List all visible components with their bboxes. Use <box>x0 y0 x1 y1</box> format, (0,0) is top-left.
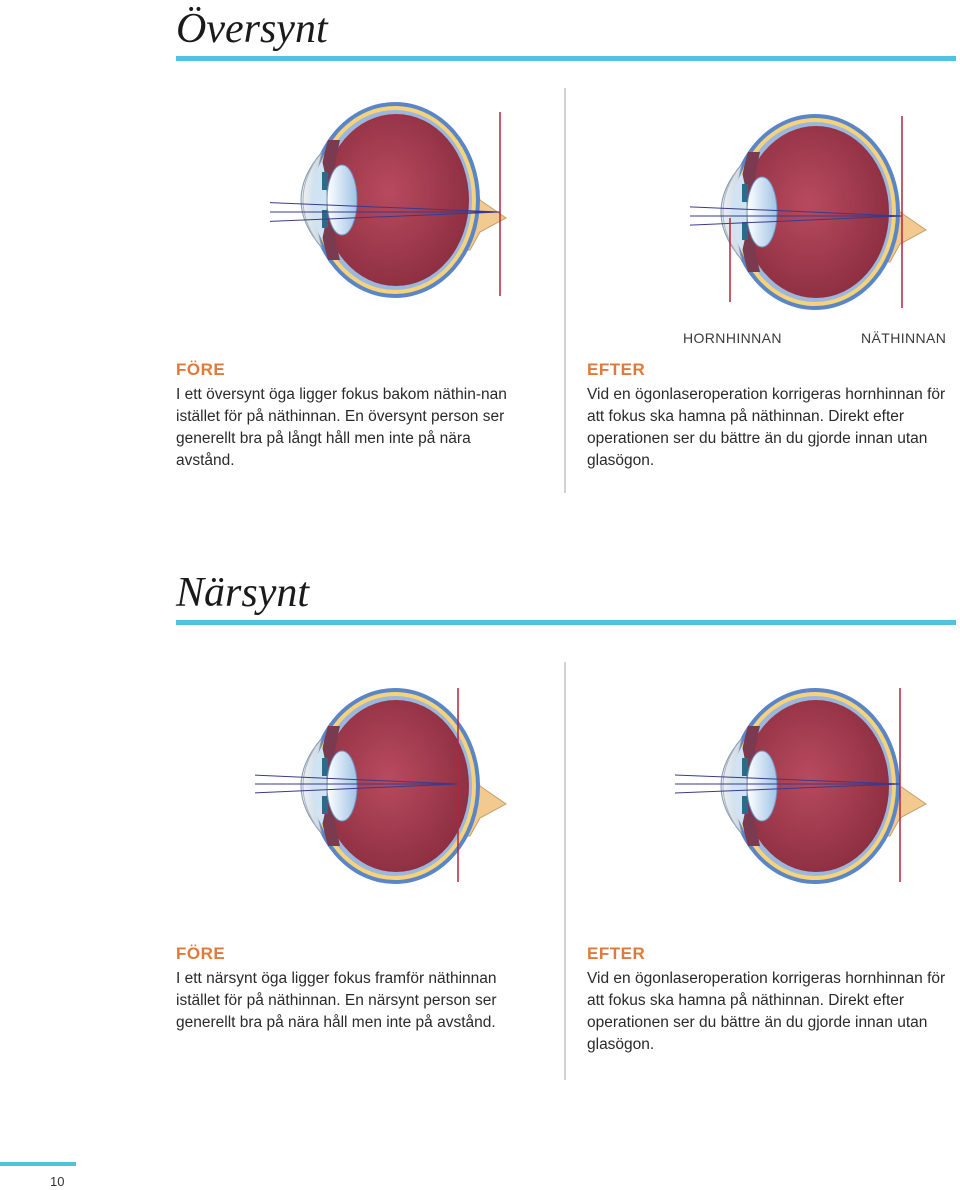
before-description: I ett närsynt öga ligger fokus framför n… <box>176 970 497 1031</box>
section-rule <box>176 620 956 625</box>
callout-cornea: HORNHINNAN <box>683 330 782 346</box>
eye-diagram-myopia-before <box>255 686 525 886</box>
before-description: I ett översynt öga ligger fokus bakom nä… <box>176 386 507 469</box>
column-divider <box>564 662 566 1080</box>
before-tag: FÖRE <box>176 944 226 963</box>
column-divider <box>564 88 566 493</box>
after-tag: EFTER <box>587 944 646 963</box>
section-rule <box>176 56 956 61</box>
after-description: Vid en ögonlaseroperation korrigeras hor… <box>587 970 946 1053</box>
callout-retina: NÄTHINNAN <box>861 330 947 346</box>
page-number: 10 <box>50 1174 65 1189</box>
hyperopia-after-text: EFTER Vid en ögonlaseroperation korriger… <box>587 360 957 472</box>
section-title-hyperopia: Översynt <box>176 6 328 52</box>
eye-diagram-hyperopia-after <box>690 112 930 312</box>
myopia-before-text: FÖRE I ett närsynt öga ligger fokus fram… <box>176 944 546 1034</box>
hyperopia-before-text: FÖRE I ett översynt öga ligger fokus bak… <box>176 360 546 472</box>
section-title-myopia: Närsynt <box>176 570 310 616</box>
after-tag: EFTER <box>587 360 646 379</box>
eye-diagram-myopia-after <box>675 686 945 886</box>
after-description: Vid en ögonlaseroperation korrigeras hor… <box>587 386 946 469</box>
myopia-after-text: EFTER Vid en ögonlaseroperation korriger… <box>587 944 957 1056</box>
before-tag: FÖRE <box>176 360 226 379</box>
footer-rule <box>0 1162 76 1166</box>
eye-diagram-hyperopia-before <box>270 100 510 300</box>
